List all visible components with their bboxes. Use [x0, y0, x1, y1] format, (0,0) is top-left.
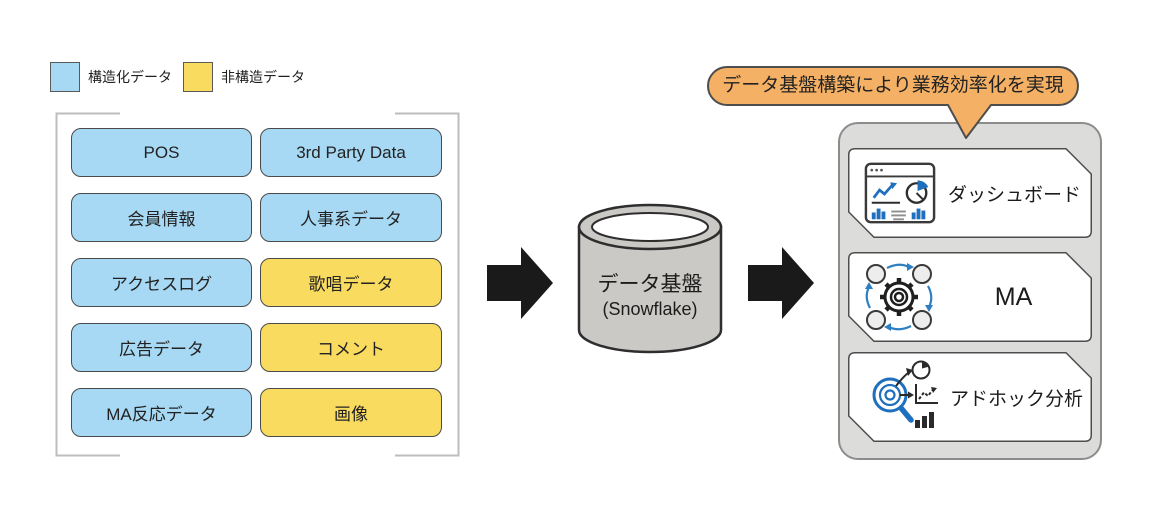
source-box-member-info: 会員情報 — [71, 193, 252, 242]
source-box-grid: POS 3rd Party Data 会員情報 人事系データ アクセスログ 歌唱… — [71, 128, 442, 437]
flow-arrow-left-icon — [487, 247, 553, 319]
source-box-access-log: アクセスログ — [71, 258, 252, 307]
legend-swatch-structured — [50, 62, 80, 92]
source-box-ad-data: 広告データ — [71, 323, 252, 372]
output-label-adhoc: アドホック分析 — [949, 388, 1083, 410]
platform-label: データ基盤 (Snowflake) — [576, 272, 724, 321]
legend-label-unstructured: 非構造データ — [221, 69, 305, 85]
legend-label-structured: 構造化データ — [88, 69, 172, 85]
source-box-3rd-party-data: 3rd Party Data — [260, 128, 442, 177]
source-box-comments: コメント — [260, 323, 442, 372]
callout-bubble: データ基盤構築により業務効率化を実現 — [703, 64, 1083, 142]
database-cylinder-icon — [577, 203, 723, 354]
callout-bubble-shape — [707, 66, 1079, 139]
output-item-ma: MA — [848, 252, 1092, 342]
source-box-hr-data: 人事系データ — [260, 193, 442, 242]
flow-arrow-right-icon — [748, 247, 814, 319]
output-item-adhoc-analysis: アドホック分析 — [848, 352, 1092, 442]
source-box-singing-data: 歌唱データ — [260, 258, 442, 307]
automation-gear-icon — [863, 261, 935, 333]
source-box-images: 画像 — [260, 388, 442, 437]
source-box-pos: POS — [71, 128, 252, 177]
output-item-dashboard: ダッシュボード — [848, 148, 1092, 238]
platform-subtitle: (Snowflake) — [602, 299, 698, 320]
output-box-shape — [848, 252, 1092, 342]
source-box-ma-response: MA反応データ — [71, 388, 252, 437]
output-label-ma: MA — [994, 282, 1033, 311]
adhoc-analysis-icon — [863, 358, 941, 436]
sources-frame-brackets — [55, 112, 460, 457]
legend-swatch-unstructured — [183, 62, 213, 92]
callout-text: データ基盤構築により業務効率化を実現 — [722, 75, 1064, 96]
platform-title: データ基盤 — [597, 273, 703, 296]
dashboard-icon — [863, 160, 937, 226]
output-label-dashboard: ダッシュボード — [947, 184, 1081, 206]
